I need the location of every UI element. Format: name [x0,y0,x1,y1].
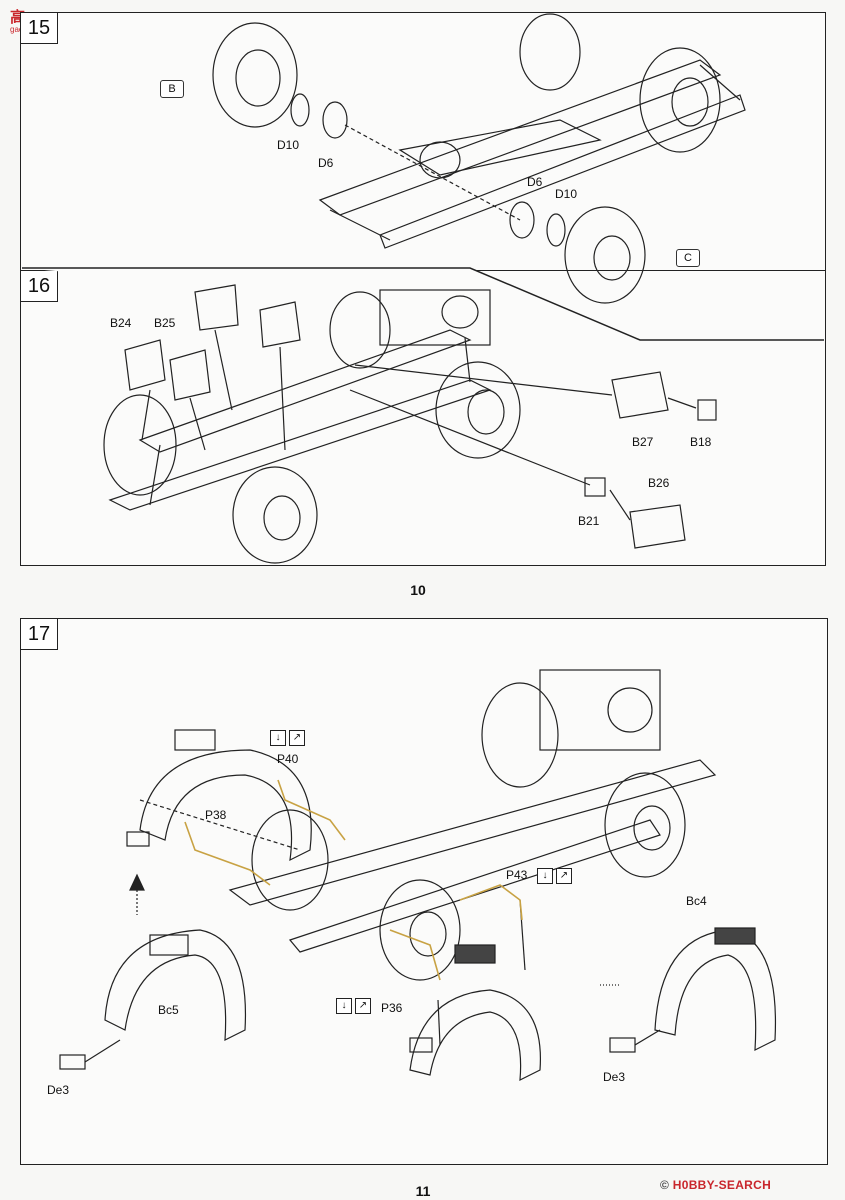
photo-etch-icon: ↓ [537,868,553,884]
page-11: 17 [0,600,845,1200]
photo-etch-icon: ↓ [270,730,286,746]
step-number: 15 [20,12,58,44]
bend-icon: ↗ [355,998,371,1014]
chassis-illustration-step-17 [59,669,777,1082]
part-label-p38: P38 [205,808,227,822]
bend-icon: ↗ [289,730,305,746]
part-label-de3: De3 [603,1070,626,1084]
part-label-b26: B26 [648,476,670,490]
step-number: 16 [20,270,58,302]
step-number: 17 [20,618,58,650]
part-label-p40: P40 [277,752,299,766]
part-label-b18: B18 [690,435,712,449]
chassis-illustration-steps-15-16 [22,13,824,564]
bend-icon: ↗ [556,868,572,884]
photo-etch-instructions-p43: ↓↗ [537,868,572,884]
step-16-panel: 16 [20,270,826,566]
part-label-p43: P43 [506,868,528,882]
page-number: 11 [415,1183,431,1199]
callout-c: C [676,249,700,267]
photo-etch-instructions-p36: ↓↗ [336,998,371,1014]
part-label-d6: D6 [318,156,334,170]
photo-etch-instructions-p40: ↓↗ [270,730,305,746]
part-label-bc4: Bc4 [686,894,707,908]
part-label-b27: B27 [632,435,654,449]
part-label-bc5: Bc5 [158,1003,179,1017]
page-10: 高gao.shou.com 15 16 [0,0,845,600]
part-label-de3: De3 [47,1083,70,1097]
part-label-b21: B21 [578,514,600,528]
part-label-p36: P36 [381,1001,403,1015]
part-label-d10: D10 [555,187,578,201]
photo-etch-icon: ↓ [336,998,352,1014]
part-label-b24: B24 [110,316,132,330]
part-label-d10: D10 [277,138,300,152]
part-label-b25: B25 [154,316,176,330]
callout-b: B [160,80,184,98]
page-number: 10 [410,582,426,598]
part-label-d6: D6 [527,175,543,189]
watermark-hobbysearch: © H0BBY-SEARCH [660,1178,772,1192]
